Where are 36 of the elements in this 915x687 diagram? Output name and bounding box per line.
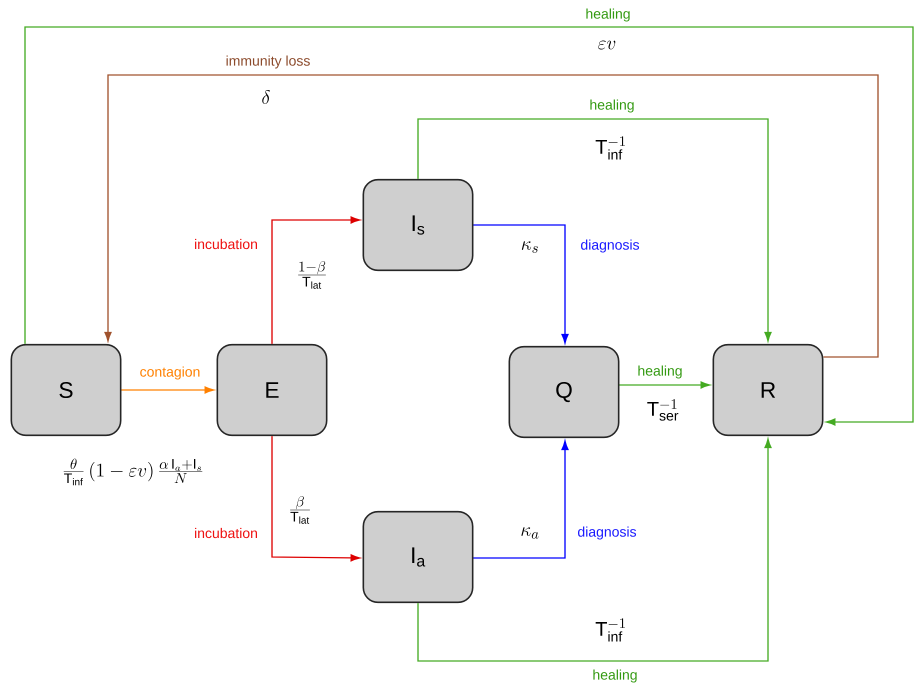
compartment-box: I$_{s}$ (362, 178, 474, 272)
compartment-box: E (216, 344, 328, 436)
arrow (473, 440, 569, 559)
compartment-box: Q (508, 346, 620, 438)
rate-formula: $\kappa_a$ (521, 527, 538, 539)
rate-formula: $\frac{\theta}{\mathrm{T}_{\mathrm{inf}}}\,(1-\varepsilon v)\,\frac{\alpha\,\mathrm{I}_a+\mathrm{I}_s}{N}$ (64, 458, 202, 486)
arrow (417, 438, 772, 662)
compartment-box: R (712, 344, 824, 436)
arrow (24, 26, 914, 426)
arrow (121, 386, 214, 394)
compartment-box: S (10, 344, 122, 436)
arrow (473, 224, 569, 344)
arrow (271, 436, 360, 562)
rate-formula: $\mathrm{T}_{\mathrm{inf}}^{-1}$ (596, 136, 625, 160)
arrow (271, 216, 360, 344)
edge-label: immunity loss (224, 54, 312, 70)
rate-formula: $\varepsilon v$ (598, 40, 616, 50)
edge-label: healing (591, 668, 639, 684)
edge-label: contagion (138, 365, 202, 381)
compartment-box: I$_{a}$ (362, 510, 474, 604)
edge-label: incubation (192, 238, 260, 250)
rate-formula: $\mathrm{T}_{\mathrm{inf}}^{-1}$ (596, 618, 625, 642)
rate-formula: $\frac{\beta}{\mathrm{T}_{\mathrm{lat}}}$ (290, 496, 310, 524)
rate-formula: $\delta$ (262, 90, 270, 104)
edge-label: healing (636, 364, 684, 380)
arrow (104, 74, 879, 358)
edge-label: incubation (192, 526, 260, 540)
rate-formula: $\frac{1-\beta}{\mathrm{T}_{\mathrm{lat}}}$ (298, 261, 326, 289)
rate-formula: $\kappa_s$ (522, 241, 538, 253)
arrow (417, 118, 772, 342)
edge-label: diagnosis (576, 525, 638, 541)
edge-label: diagnosis (579, 238, 641, 254)
edge-label: healing (588, 98, 636, 114)
edge-label: healing (584, 7, 632, 23)
rate-formula: $\mathrm{T}_{\mathrm{ser}}^{-1}$ (647, 399, 678, 421)
arrow (619, 381, 710, 389)
